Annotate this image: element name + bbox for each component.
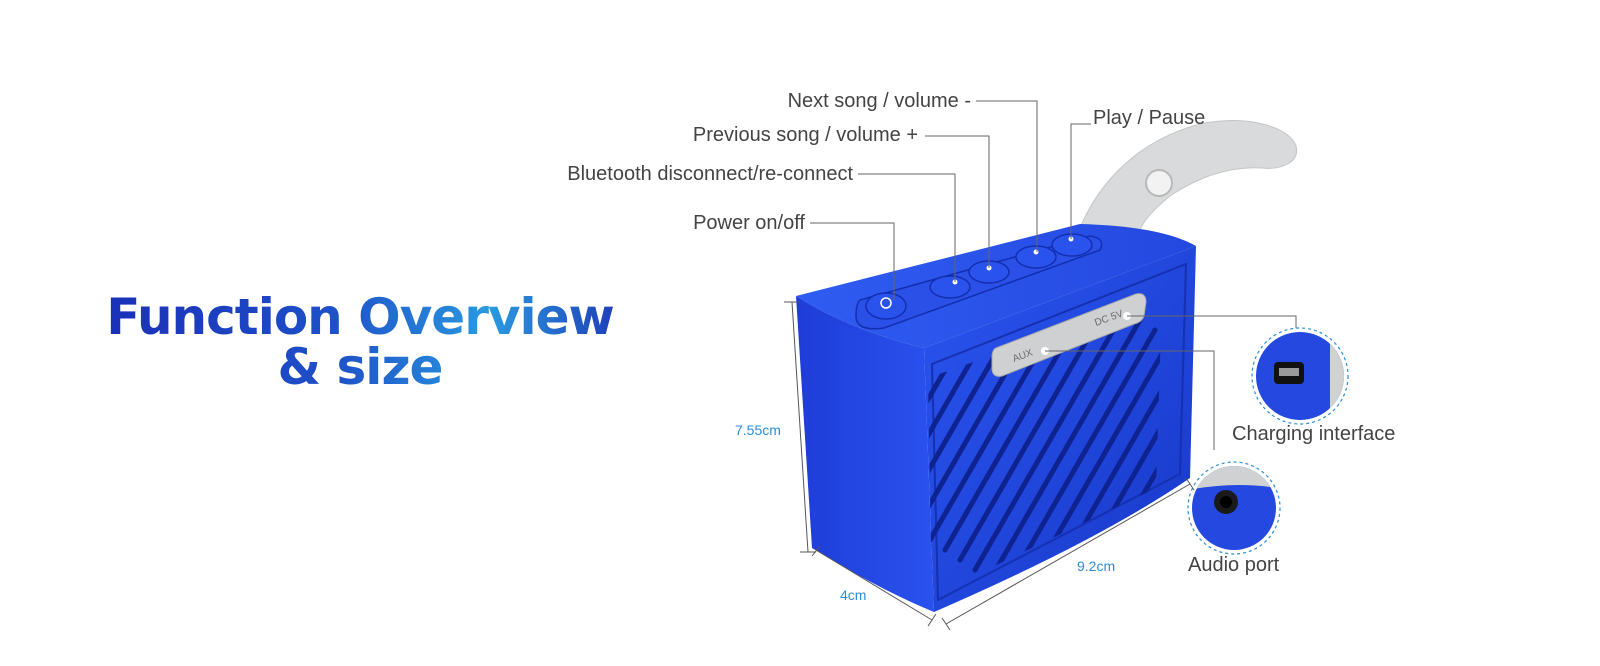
callout-next-song: Next song / volume - bbox=[788, 90, 971, 112]
strap bbox=[1079, 120, 1298, 233]
callout-power: Power on/off bbox=[693, 212, 805, 234]
callout-charging: Charging interface bbox=[1232, 423, 1395, 445]
power-icon bbox=[880, 297, 892, 309]
callout-play-pause: Play / Pause bbox=[1093, 107, 1205, 129]
speaker-side bbox=[796, 296, 934, 612]
callout-lines bbox=[810, 100, 1297, 450]
audio-inset bbox=[1187, 461, 1281, 555]
dimension-depth: 4cm bbox=[840, 587, 866, 603]
next-dot bbox=[1033, 249, 1039, 255]
title-line-2: & size bbox=[100, 342, 620, 392]
dimension-lines bbox=[784, 301, 1195, 631]
front-frame bbox=[930, 262, 1188, 602]
callout-bluetooth: Bluetooth disconnect/re-connect bbox=[567, 163, 853, 185]
title-line-1: Function Overview bbox=[100, 292, 620, 342]
strap-button bbox=[1145, 169, 1173, 197]
power-button[interactable] bbox=[865, 292, 907, 320]
callout-audio: Audio port bbox=[1188, 554, 1280, 576]
next-button[interactable] bbox=[1015, 245, 1057, 269]
play-pause-button[interactable] bbox=[1051, 233, 1093, 257]
title-block: Function Overview & size bbox=[100, 292, 620, 392]
dimension-width: 9.2cm bbox=[1077, 558, 1115, 574]
charging-inset bbox=[1251, 327, 1349, 425]
port-panel bbox=[991, 293, 1147, 377]
dimension-height: 7.55cm bbox=[735, 422, 781, 438]
bluetooth-button[interactable] bbox=[929, 275, 971, 299]
callout-previous-song: Previous song / volume + bbox=[693, 124, 918, 146]
